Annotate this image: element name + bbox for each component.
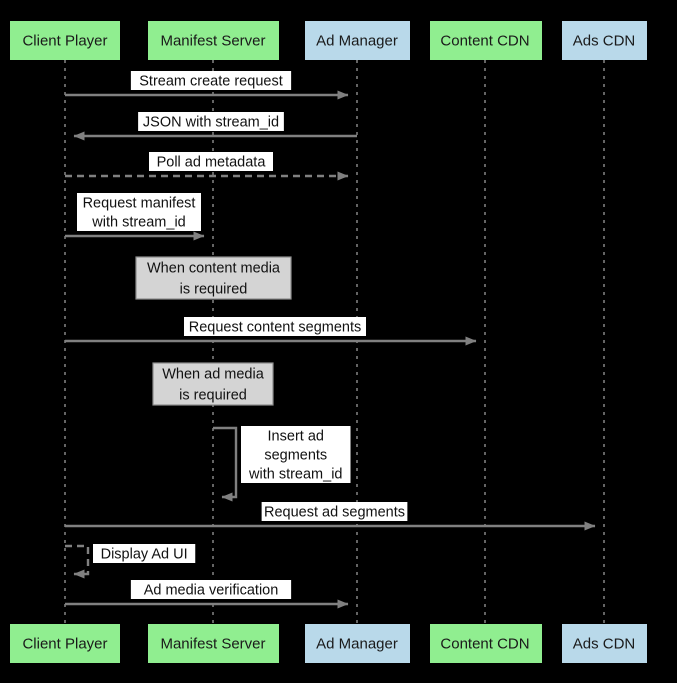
message-label-m6: Insert ad segments with stream_id (241, 426, 351, 483)
message-path-m6 (213, 426, 238, 502)
message-label-m1-group: Stream create request (130, 71, 292, 90)
participant-header-box-admgr[interactable] (305, 21, 410, 60)
participant-header-box-manifest[interactable] (148, 21, 279, 60)
participant-footer-acdn[interactable]: Ads CDN (562, 624, 647, 663)
message-label-m1-line-0: Stream create request (139, 73, 282, 89)
message-label-m9-group: Ad media verification (130, 580, 292, 599)
message-label-m1-bg (130, 71, 292, 90)
participant-footer-box-manifest[interactable] (148, 624, 279, 663)
note-n2: When ad media is required (152, 362, 274, 406)
message-label-m3-bg (149, 152, 273, 171)
message-label-m4-group: Request manifest with stream_id (77, 193, 201, 231)
message-label-m4-line-0: Request manifest (83, 195, 196, 211)
message-m6[interactable] (213, 426, 238, 502)
participant-header-client[interactable]: Client Player (10, 21, 120, 60)
participant-header-label-ccdn: Content CDN (440, 32, 529, 49)
message-label-m5-bg (184, 317, 366, 336)
message-label-m7-line-0: Request ad segments (264, 504, 405, 520)
participant-header-ccdn[interactable]: Content CDN (430, 21, 542, 60)
participant-header-admgr[interactable]: Ad Manager (305, 21, 410, 60)
message-label-m9-line-0: Ad media verification (144, 582, 279, 598)
message-label-bg-m6 (241, 426, 351, 483)
message-label-line-m6-0: Insert ad (268, 428, 324, 444)
note-label-n2-1: is required (179, 387, 247, 403)
message-label-line-m6-2: with stream_id (248, 466, 342, 482)
participant-header-label-acdn: Ads CDN (573, 32, 636, 49)
participant-header-box-acdn[interactable] (562, 21, 647, 60)
message-label-m7-bg (261, 502, 408, 521)
message-label-m2-line-0: JSON with stream_id (143, 114, 279, 130)
message-label-m2-group: JSON with stream_id (138, 112, 284, 131)
participant-header-box-ccdn[interactable] (430, 21, 542, 60)
message-m8[interactable] (65, 544, 90, 579)
message-label-m3-group: Poll ad metadata (149, 152, 273, 171)
participant-footer-client[interactable]: Client Player (10, 624, 120, 663)
message-label-bg-m8 (93, 544, 196, 563)
message-label-m3-line-0: Poll ad metadata (157, 154, 267, 170)
participant-footer-label-manifest: Manifest Server (160, 635, 265, 652)
participant-header-box-client[interactable] (10, 21, 120, 60)
participant-footer-admgr[interactable]: Ad Manager (305, 624, 410, 663)
participant-header-manifest[interactable]: Manifest Server (148, 21, 279, 60)
message-label-line-m8-0: Display Ad UI (101, 546, 188, 562)
note-box-n1 (135, 256, 292, 300)
note-label-n1-0: When content media (147, 260, 281, 276)
participant-header-acdn[interactable]: Ads CDN (562, 21, 647, 60)
message-label-m5-group: Request content segments (184, 317, 366, 336)
participant-footer-ccdn[interactable]: Content CDN (430, 624, 542, 663)
note-n1: When content media is required (135, 256, 292, 300)
participant-header-label-admgr: Ad Manager (316, 32, 398, 49)
participant-footer-label-ccdn: Content CDN (440, 635, 529, 652)
message-label-m8: Display Ad UI (93, 544, 196, 563)
message-label-m4-line-1: with stream_id (91, 214, 185, 230)
message-label-m4-bg (77, 193, 201, 231)
participant-footer-box-acdn[interactable] (562, 624, 647, 663)
message-label-line-m6-1: segments (264, 447, 327, 463)
message-label-m2-bg (138, 112, 284, 131)
message-path-m8 (65, 544, 90, 579)
participant-footer-box-admgr[interactable] (305, 624, 410, 663)
message-label-m9-bg (130, 580, 292, 599)
message-label-m7-group: Request ad segments (261, 502, 408, 521)
participant-header-label-client: Client Player (22, 32, 107, 49)
participant-header-label-manifest: Manifest Server (160, 32, 265, 49)
note-label-n2-0: When ad media (162, 366, 264, 382)
participant-footer-label-acdn: Ads CDN (573, 635, 636, 652)
participant-footer-manifest[interactable]: Manifest Server (148, 624, 279, 663)
participant-footer-box-client[interactable] (10, 624, 120, 663)
participant-footer-box-ccdn[interactable] (430, 624, 542, 663)
participant-footer-label-client: Client Player (22, 635, 107, 652)
note-label-n1-1: is required (180, 281, 248, 297)
message-label-m5-line-0: Request content segments (189, 319, 362, 335)
note-box-n2 (152, 362, 274, 406)
participant-footer-label-admgr: Ad Manager (316, 635, 398, 652)
